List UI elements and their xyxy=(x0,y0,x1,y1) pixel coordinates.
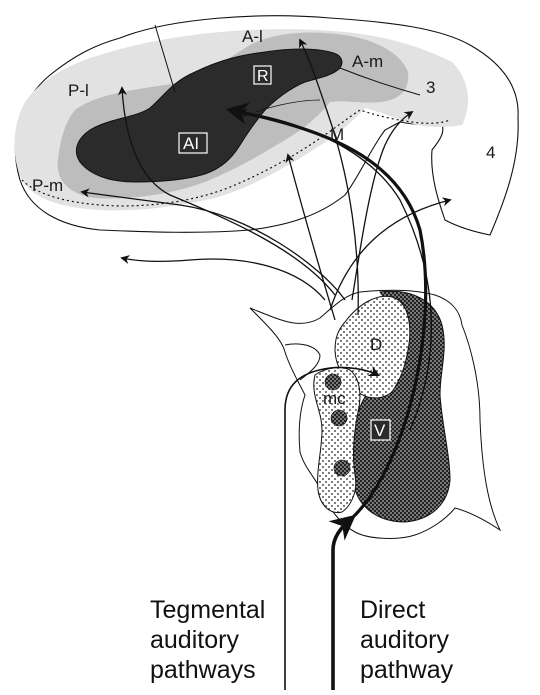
label-p-l: P-l xyxy=(68,81,89,100)
arrow-to-left xyxy=(122,258,325,300)
label-d: D xyxy=(370,335,382,354)
direct-pathway-line xyxy=(333,518,352,690)
caption-tegmental-line3: pathways xyxy=(150,656,256,684)
mc-cluster-2 xyxy=(331,410,347,426)
label-v: V xyxy=(374,421,386,440)
caption-direct-line1: Direct xyxy=(360,596,425,624)
caption-direct-line2: auditory xyxy=(360,626,449,654)
label-area-4: 4 xyxy=(486,143,495,162)
caption-tegmental-line1: Tegmental xyxy=(150,596,265,624)
label-area-3: 3 xyxy=(426,78,435,97)
label-a-m: A-m xyxy=(352,52,383,71)
label-r: R xyxy=(257,68,269,85)
caption-tegmental-line2: auditory xyxy=(150,626,239,654)
label-m: M xyxy=(330,125,344,144)
label-p-m: P-m xyxy=(32,176,63,195)
mc-cluster-1 xyxy=(325,374,341,390)
caption-direct-line3: pathway xyxy=(360,656,454,684)
mc-cluster-3 xyxy=(334,460,350,476)
label-mc: mc xyxy=(323,389,346,408)
label-ai: AI xyxy=(183,134,199,153)
label-a-l: A-l xyxy=(242,27,263,46)
